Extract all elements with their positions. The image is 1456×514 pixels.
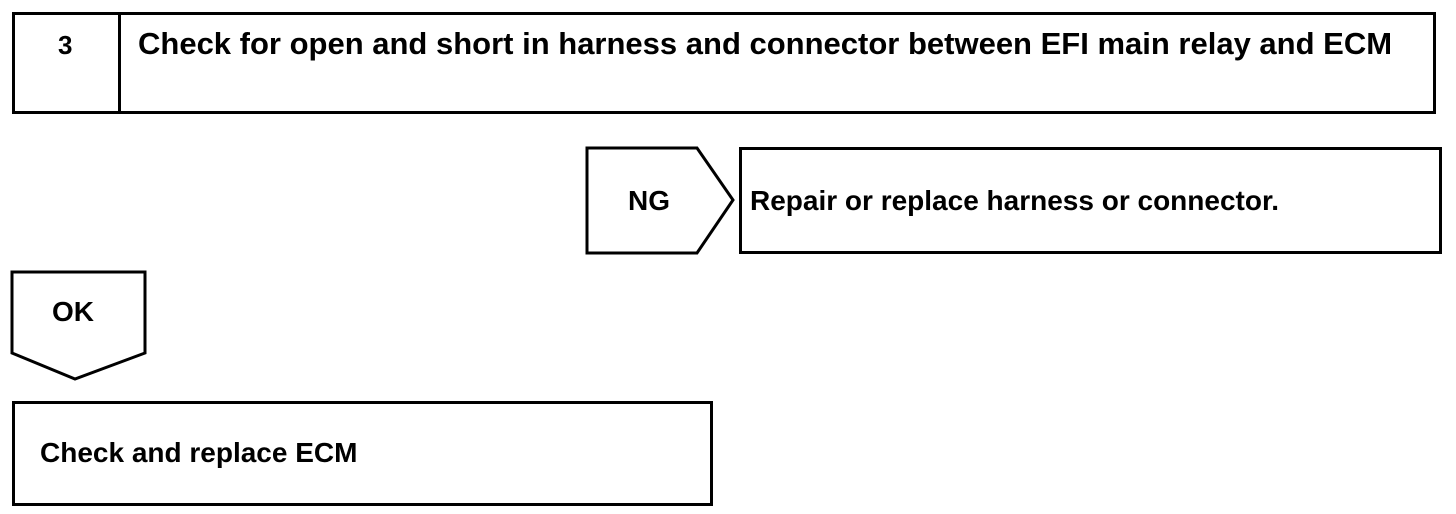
step-number: 3 bbox=[58, 30, 73, 60]
ng-arrow-shape bbox=[585, 146, 735, 255]
ng-result-text: Repair or replace harness or connector. bbox=[750, 185, 1280, 216]
ok-arrow-shape bbox=[10, 270, 147, 381]
step-box bbox=[12, 12, 1436, 114]
step-title: Check for open and short in harness and … bbox=[138, 26, 1393, 61]
ng-result-box bbox=[739, 147, 1442, 254]
step-number-cell bbox=[12, 12, 121, 114]
ok-result-text: Check and replace ECM bbox=[40, 437, 358, 468]
ok-label: OK bbox=[52, 296, 94, 327]
ng-label: NG bbox=[628, 185, 670, 216]
ok-result-box bbox=[12, 401, 713, 506]
